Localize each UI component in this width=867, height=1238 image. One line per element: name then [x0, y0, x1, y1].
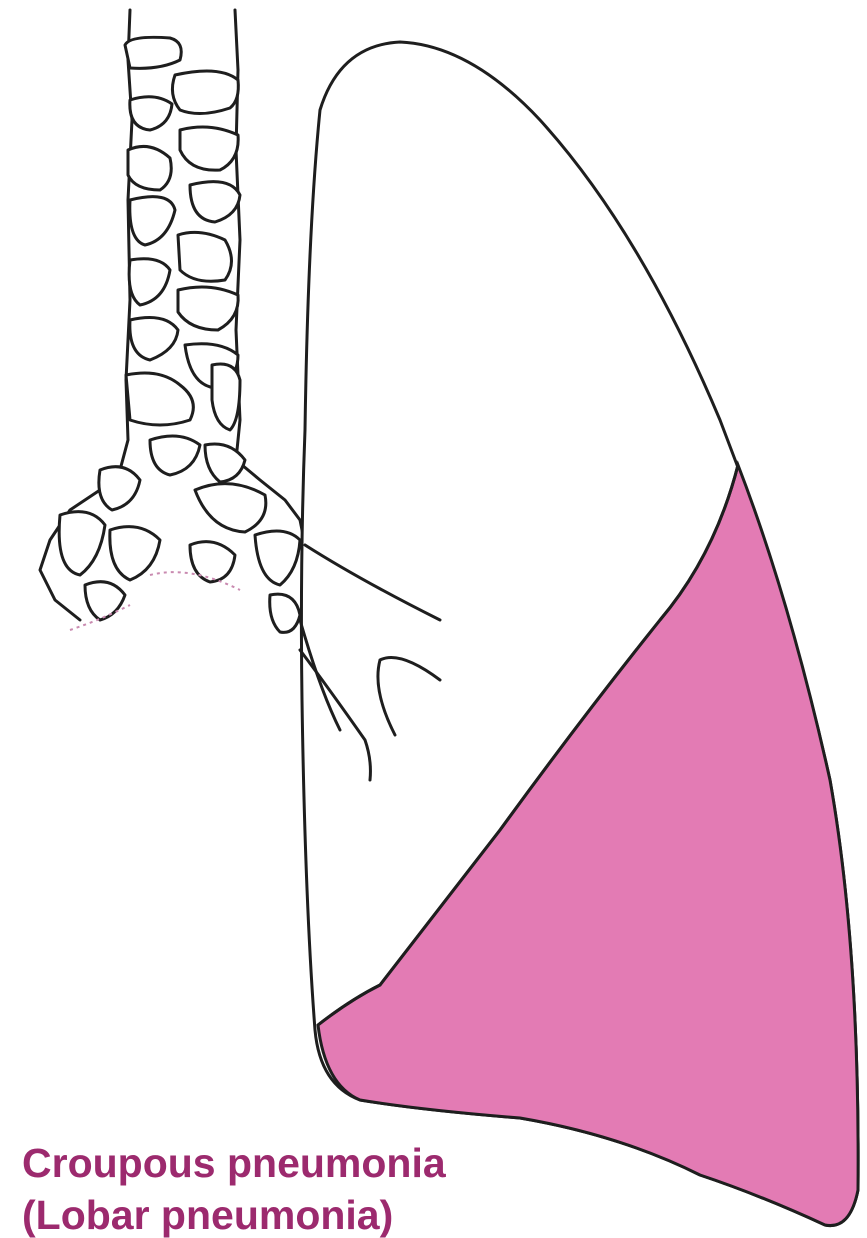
- cartilage-ring: [126, 373, 193, 425]
- cartilage-ring: [130, 318, 178, 360]
- bronchus-ring: [190, 542, 235, 582]
- cartilage-ring: [205, 444, 245, 482]
- cartilage-ring: [129, 259, 170, 305]
- trachea-right-wall: [235, 10, 305, 545]
- bronchus-ring: [270, 594, 300, 632]
- cartilage-ring: [130, 97, 172, 130]
- cartilage-ring: [172, 71, 238, 114]
- bronchus-ring: [85, 582, 125, 620]
- cartilage-ring: [190, 182, 240, 222]
- bronchus-ring: [195, 484, 266, 532]
- cartilage-ring: [130, 197, 175, 245]
- bronchus-ring: [110, 527, 160, 580]
- trachea: [40, 10, 305, 632]
- cartilage-ring: [180, 127, 238, 170]
- bronchus-ring: [59, 512, 105, 575]
- cartilage-ring: [128, 146, 171, 190]
- cartilage-ring: [212, 364, 240, 430]
- cartilage-ring: [178, 287, 238, 330]
- cartilage-ring: [178, 232, 232, 281]
- bronchus-ring: [255, 531, 300, 585]
- caption-title: Croupous pneumonia: [22, 1140, 446, 1186]
- caption-subtitle: (Lobar pneumonia): [22, 1192, 393, 1238]
- cartilage-ring: [150, 436, 200, 475]
- bronchus-ring: [99, 467, 140, 510]
- cartilage-ring: [125, 37, 181, 68]
